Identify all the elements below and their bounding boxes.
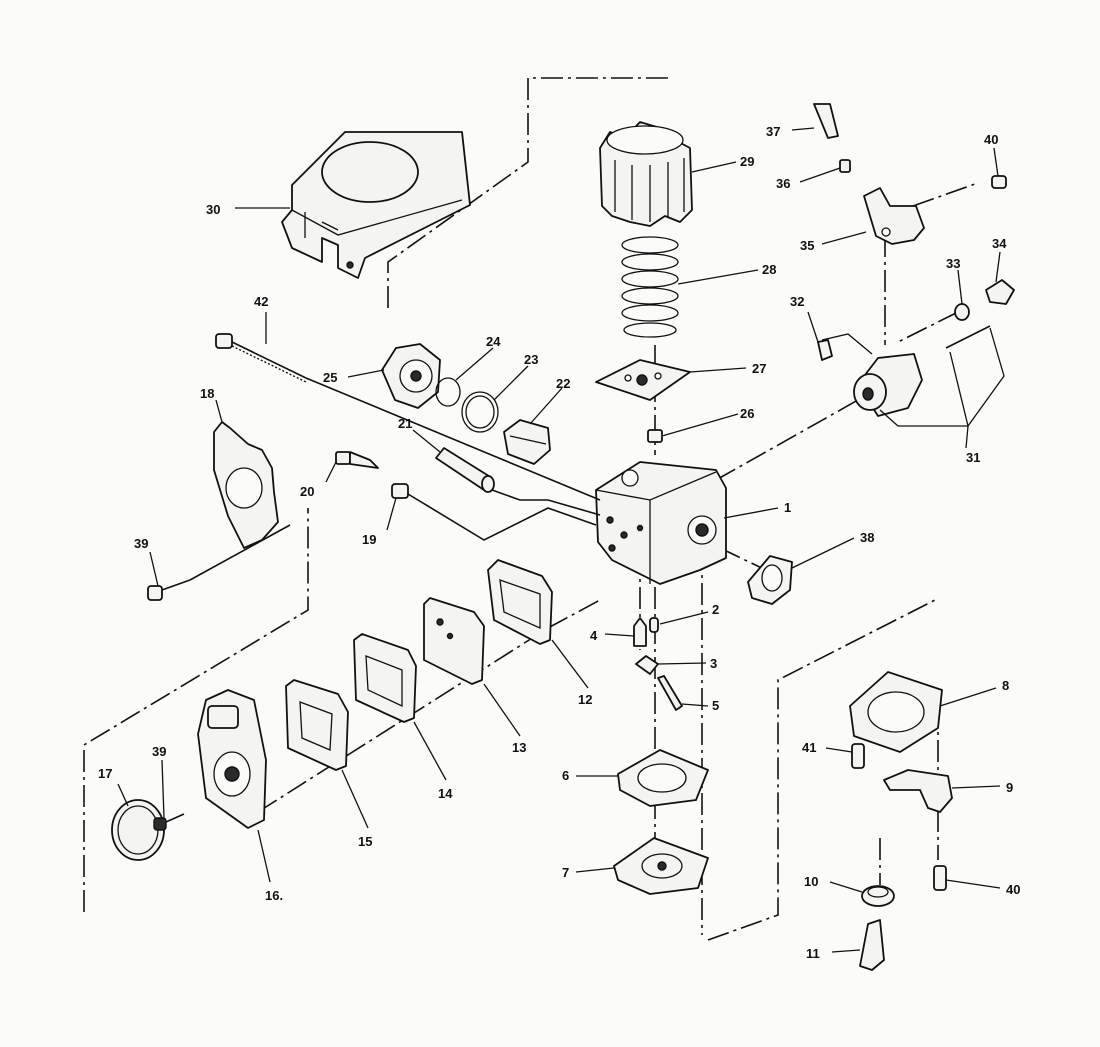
label-24: 24: [486, 334, 501, 349]
part-36-clip: [839, 159, 851, 173]
part-13-plate: [423, 597, 485, 685]
label-2: 2: [712, 602, 719, 617]
part-33-washer: [954, 303, 970, 321]
label-17: 17: [98, 766, 112, 781]
leader-lines: [117, 127, 1005, 953]
part-27-plate: [595, 359, 691, 401]
part-11-knob: [859, 919, 885, 971]
label-1: 1: [784, 500, 791, 515]
part-12-gasket: [487, 559, 553, 645]
label-39-lower: 39: [152, 744, 166, 759]
part-24-ring: [435, 377, 461, 407]
label-15: 15: [358, 834, 372, 849]
part-25-pump-cover: [381, 343, 441, 409]
part-10-collar: [861, 885, 895, 907]
part-8-gasket: [849, 671, 943, 753]
part-21-cylinder: [435, 447, 495, 493]
label-18: 18: [200, 386, 214, 401]
part-41-screw: [851, 743, 865, 769]
part-39-screw-lower: [153, 813, 185, 831]
label-32: 32: [790, 294, 804, 309]
part-18-gasket: [213, 421, 279, 549]
label-12: 12: [578, 692, 592, 707]
part-37-pin: [813, 103, 839, 139]
label-35: 35: [800, 238, 814, 253]
label-31: 31: [966, 450, 980, 465]
label-26: 26: [740, 406, 754, 421]
part-35-bracket: [863, 187, 925, 245]
part-7-diaphragm: [613, 837, 709, 895]
label-29: 29: [740, 154, 754, 169]
label-10: 10: [804, 874, 818, 889]
part-20-needle: [335, 451, 379, 469]
part-28-spring: [621, 236, 679, 338]
label-14: 14: [438, 786, 453, 801]
label-25: 25: [323, 370, 337, 385]
label-33: 33: [946, 256, 960, 271]
label-21: 21: [398, 416, 412, 431]
part-30-air-cleaner-cover: [281, 131, 471, 279]
part-40-screw-lower: [933, 865, 947, 891]
part-42-long-screw: [215, 333, 601, 501]
label-37: 37: [766, 124, 780, 139]
label-20: 20: [300, 484, 314, 499]
label-9: 9: [1006, 780, 1013, 795]
label-6: 6: [562, 768, 569, 783]
label-7: 7: [562, 865, 569, 880]
label-16: 16.: [265, 888, 283, 903]
part-5-needle: [657, 675, 683, 711]
part-4-jet: [633, 617, 647, 647]
part-6-gasket: [617, 749, 709, 807]
part-2-jet: [649, 617, 659, 633]
label-8: 8: [1002, 678, 1009, 693]
part-26-washer: [647, 429, 663, 443]
part-29-filter-element: [599, 121, 693, 227]
part-32-clip: [817, 339, 833, 361]
part-19-plug: [391, 483, 597, 541]
label-11: 11: [806, 946, 820, 961]
label-4: 4: [590, 628, 598, 643]
label-19: 19: [362, 532, 376, 547]
label-13: 13: [512, 740, 526, 755]
label-30: 30: [206, 202, 220, 217]
part-23-o-ring: [461, 391, 499, 433]
label-28: 28: [762, 262, 776, 277]
label-36: 36: [776, 176, 790, 191]
part-39-screw-upper: [147, 524, 291, 601]
part-1-carburetor-body: [595, 461, 727, 585]
label-40-lower: 40: [1006, 882, 1020, 897]
label-34: 34: [992, 236, 1007, 251]
part-22-block: [503, 419, 551, 465]
leader-21-body: [491, 489, 601, 516]
label-3: 3: [710, 656, 717, 671]
label-40-upper: 40: [984, 132, 998, 147]
label-38: 38: [860, 530, 874, 545]
label-42: 42: [254, 294, 268, 309]
label-27: 27: [752, 361, 766, 376]
part-15-plate: [285, 679, 349, 771]
part-16-pump-body: [197, 689, 267, 829]
part-34-nut: [985, 279, 1015, 305]
part-31-housing: [853, 325, 991, 417]
part-40-screw-upper: [991, 175, 1007, 189]
label-5: 5: [712, 698, 719, 713]
part-38-flange: [747, 555, 793, 605]
label-22: 22: [556, 376, 570, 391]
label-39-upper: 39: [134, 536, 148, 551]
part-14-gasket: [353, 633, 417, 723]
part-9-lever: [883, 769, 953, 813]
label-41: 41: [802, 740, 816, 755]
part-labels: 30 29 28 27 26 42 25 24 23 22 21 18 20 1…: [98, 124, 1020, 961]
label-23: 23: [524, 352, 538, 367]
